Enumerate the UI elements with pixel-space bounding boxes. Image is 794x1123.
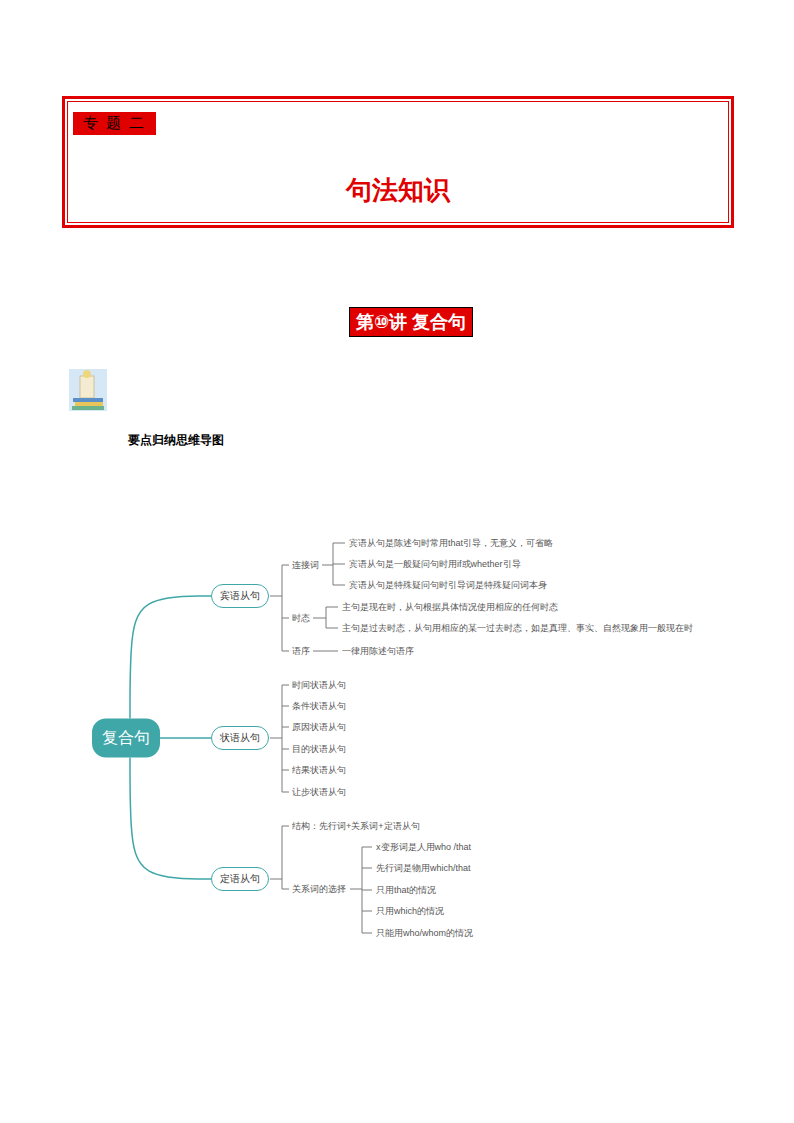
- node-text: 第⑩讲 复合句: [356, 310, 466, 334]
- branch-label: 只能用who/whom的情况: [376, 927, 473, 939]
- icon-top: [83, 370, 91, 378]
- branch-label: 让步状语从句: [292, 786, 346, 798]
- branch-label: 语序: [292, 645, 310, 657]
- bracket: [270, 826, 289, 889]
- branch-label: x变形词是人用who /that: [376, 841, 471, 853]
- node-text: 状语从句: [220, 731, 260, 745]
- branch-curve: [130, 758, 211, 880]
- branch-label: 宾语从句是特殊疑问句时引导词是特殊疑问词本身: [349, 579, 547, 591]
- branch-label: 一律用陈述句语序: [342, 645, 414, 657]
- branch-curve: [160, 737, 211, 739]
- branch-curve: [130, 596, 211, 719]
- section-heading: 要点归纳思维导图: [128, 434, 224, 446]
- branch-label: 主句是现在时，从句根据具体情况使用相应的任何时态: [342, 601, 558, 613]
- node-text: 专 题 二: [83, 114, 146, 133]
- topic-tag: 专 题 二: [73, 112, 156, 135]
- branch-label: 宾语从句是陈述句时常用that引导，无意义，可省略: [349, 537, 553, 549]
- branch-label: 关系词的选择: [292, 883, 346, 895]
- branch-label: 原因状语从句: [292, 721, 346, 733]
- bracket: [322, 543, 345, 585]
- node-text: 宾语从句: [220, 589, 260, 603]
- branch-label: 连接词: [292, 559, 319, 571]
- lesson-box: 第⑩讲 复合句: [349, 307, 473, 337]
- header-box: 句法知识 专 题 二: [62, 96, 734, 228]
- node-text: 句法知识: [65, 173, 731, 208]
- branch-label: 条件状语从句: [292, 700, 346, 712]
- bracket-lines: [270, 543, 372, 933]
- bracket: [270, 565, 289, 651]
- node-text: 定语从句: [220, 872, 260, 886]
- bracket: [313, 651, 338, 652]
- branch-label: 主句是过去时态，从句用相应的某一过去时态，如是真理、事实、自然现象用一般现在时: [342, 622, 693, 634]
- bracket: [270, 685, 289, 792]
- icon-book: [73, 398, 103, 402]
- icon-book: [72, 406, 104, 410]
- root-box: 复合句: [92, 719, 160, 758]
- branch-label: 结构：先行词+关系词+定语从句: [292, 820, 420, 832]
- icon-trophy: [80, 376, 94, 398]
- branch-label: 时间状语从句: [292, 679, 346, 691]
- branch-pill: 状语从句: [211, 726, 269, 750]
- bracket: [350, 847, 372, 933]
- icon-ground: [69, 369, 107, 411]
- branch-label: 只用which的情况: [376, 905, 444, 917]
- book-icon: [69, 369, 107, 411]
- branch-label: 宾语从句是一般疑问句时用if或whether引导: [349, 558, 521, 570]
- branch-label: 目的状语从句: [292, 743, 346, 755]
- icon-book: [75, 402, 103, 406]
- branch-pill: 宾语从句: [211, 584, 269, 608]
- branch-label: 只用that的情况: [376, 884, 436, 896]
- branch-label: 先行词是物用which/that: [376, 862, 471, 874]
- branch-pill: 定语从句: [211, 867, 269, 891]
- bracket: [313, 607, 338, 628]
- branch-label: 结果状语从句: [292, 764, 346, 776]
- node-text: 复合句: [102, 728, 150, 749]
- branch-label: 时态: [292, 612, 310, 624]
